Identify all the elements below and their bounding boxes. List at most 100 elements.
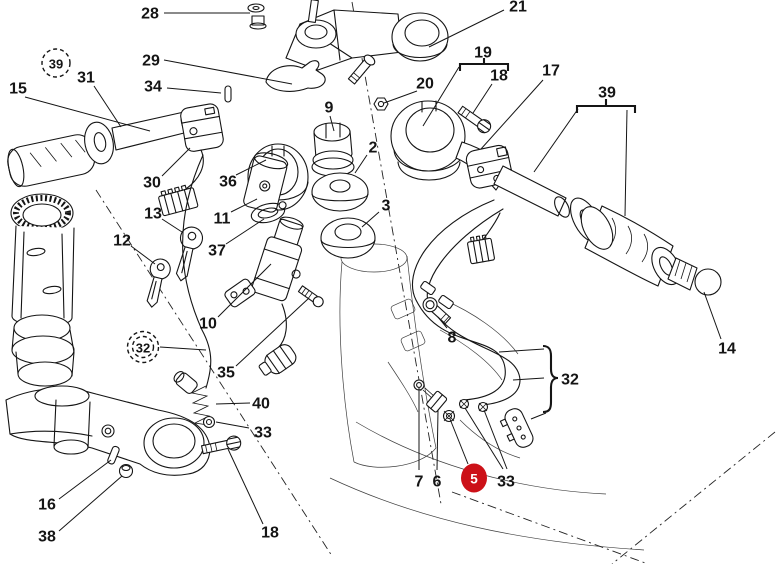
callout-5[interactable]: 5 xyxy=(449,418,487,493)
callout-label-5: 5 xyxy=(470,472,478,487)
leader-line xyxy=(163,59,293,85)
left-switch-connector xyxy=(158,184,199,217)
callout-11[interactable]: 11 xyxy=(214,198,258,228)
leader-line xyxy=(93,85,122,128)
callout-35[interactable]: 35 xyxy=(217,297,310,382)
callout-38[interactable]: 38 xyxy=(38,475,123,546)
leader-line xyxy=(449,418,469,465)
bolt-18-bottom xyxy=(201,435,242,455)
leader-line xyxy=(227,448,264,525)
lock-body xyxy=(243,152,289,213)
callout-32[interactable]: 32 xyxy=(126,330,207,364)
callout-label-33: 33 xyxy=(254,425,272,442)
callout-29[interactable]: 29 xyxy=(142,53,293,85)
callout-17[interactable]: 17 xyxy=(480,63,560,150)
callout-label-38: 38 xyxy=(38,529,56,546)
callout-7[interactable]: 7 xyxy=(415,388,424,491)
nut-5-target xyxy=(442,409,456,423)
frame-outline xyxy=(329,243,645,551)
leader-line xyxy=(161,147,191,177)
callout-33[interactable]: 33 xyxy=(464,407,515,491)
leader-line xyxy=(464,407,504,470)
callout-10[interactable]: 10 xyxy=(199,263,272,333)
callout-label-33: 33 xyxy=(497,474,515,491)
bracket-19 xyxy=(458,58,510,71)
callout-8[interactable]: 8 xyxy=(437,316,457,347)
callout-39[interactable]: 39 xyxy=(41,48,71,78)
cable-end-fitting xyxy=(173,370,198,394)
dashed-ring-inner xyxy=(131,335,155,359)
callout-34[interactable]: 34 xyxy=(144,79,222,96)
callout-15[interactable]: 15 xyxy=(9,81,151,132)
callout-label-9: 9 xyxy=(325,100,334,117)
brace-32-right xyxy=(542,344,559,414)
callout-19[interactable]: 19 xyxy=(422,45,492,127)
callout-label-3: 3 xyxy=(382,198,391,215)
leader-line xyxy=(161,218,183,233)
callout-33[interactable]: 33 xyxy=(215,421,272,442)
callout-label-10: 10 xyxy=(199,316,217,333)
leader-line xyxy=(437,316,448,329)
leader-line xyxy=(235,297,310,367)
callout-16[interactable]: 16 xyxy=(38,459,112,514)
bolt-8 xyxy=(422,297,452,325)
leader-line xyxy=(58,459,112,500)
callout-14[interactable]: 14 xyxy=(703,291,736,358)
callout-label-32: 32 xyxy=(136,341,150,356)
callout-label-37: 37 xyxy=(208,243,226,260)
callout-13[interactable]: 13 xyxy=(144,206,183,233)
spring-40 xyxy=(190,385,211,426)
callout-21[interactable]: 21 xyxy=(428,0,527,48)
leader-line xyxy=(428,9,505,48)
nut-28 xyxy=(249,15,267,30)
callout-39[interactable]: 39 xyxy=(533,85,628,217)
callout-12[interactable]: 12 xyxy=(113,233,156,265)
callout-37[interactable]: 37 xyxy=(208,218,265,260)
washer-7 xyxy=(416,382,422,388)
leader-line xyxy=(472,83,493,114)
callout-label-12: 12 xyxy=(113,233,131,250)
leader-line xyxy=(354,154,368,174)
callout-label-18: 18 xyxy=(490,68,508,85)
callout-9[interactable]: 9 xyxy=(325,100,335,132)
callout-6[interactable]: 6 xyxy=(433,409,442,491)
callout-label-2: 2 xyxy=(369,140,378,157)
pin-34-target xyxy=(224,85,232,103)
callout-label-39: 39 xyxy=(598,85,616,102)
leader-line xyxy=(130,245,156,265)
leader-line xyxy=(383,90,418,104)
key-13 xyxy=(175,226,204,282)
leader-line xyxy=(624,109,628,217)
leader-line xyxy=(703,291,722,340)
callout-2[interactable]: 2 xyxy=(354,140,378,174)
leader-line xyxy=(215,402,251,405)
left-switch-housing xyxy=(180,103,224,152)
callout-30[interactable]: 30 xyxy=(143,147,191,192)
small-hardware xyxy=(413,297,456,423)
leader-line xyxy=(498,348,545,353)
callout-label-7: 7 xyxy=(415,474,424,491)
right-switch-connector xyxy=(467,234,495,265)
callout-18[interactable]: 18 xyxy=(227,448,279,542)
construction-lines xyxy=(95,1,776,564)
leader-line xyxy=(436,409,439,471)
callout-label-31: 31 xyxy=(77,70,95,87)
leader-line xyxy=(230,198,258,213)
callout-label-6: 6 xyxy=(433,474,442,491)
left-handlebar xyxy=(7,103,224,217)
callout-3[interactable]: 3 xyxy=(361,198,391,228)
callout-28[interactable]: 28 xyxy=(141,6,250,23)
callout-32[interactable]: 32 xyxy=(498,348,579,420)
leader-line xyxy=(58,475,123,532)
callout-40[interactable]: 40 xyxy=(215,396,270,413)
callout-20[interactable]: 20 xyxy=(383,76,434,104)
callout-36[interactable]: 36 xyxy=(219,159,267,191)
sensor-35-target xyxy=(297,285,324,308)
callout-label-36: 36 xyxy=(219,174,237,191)
leader-line xyxy=(422,66,460,127)
bolt-18-top xyxy=(457,105,492,134)
callout-31[interactable]: 31 xyxy=(77,70,122,128)
callout-18[interactable]: 18 xyxy=(472,68,508,114)
